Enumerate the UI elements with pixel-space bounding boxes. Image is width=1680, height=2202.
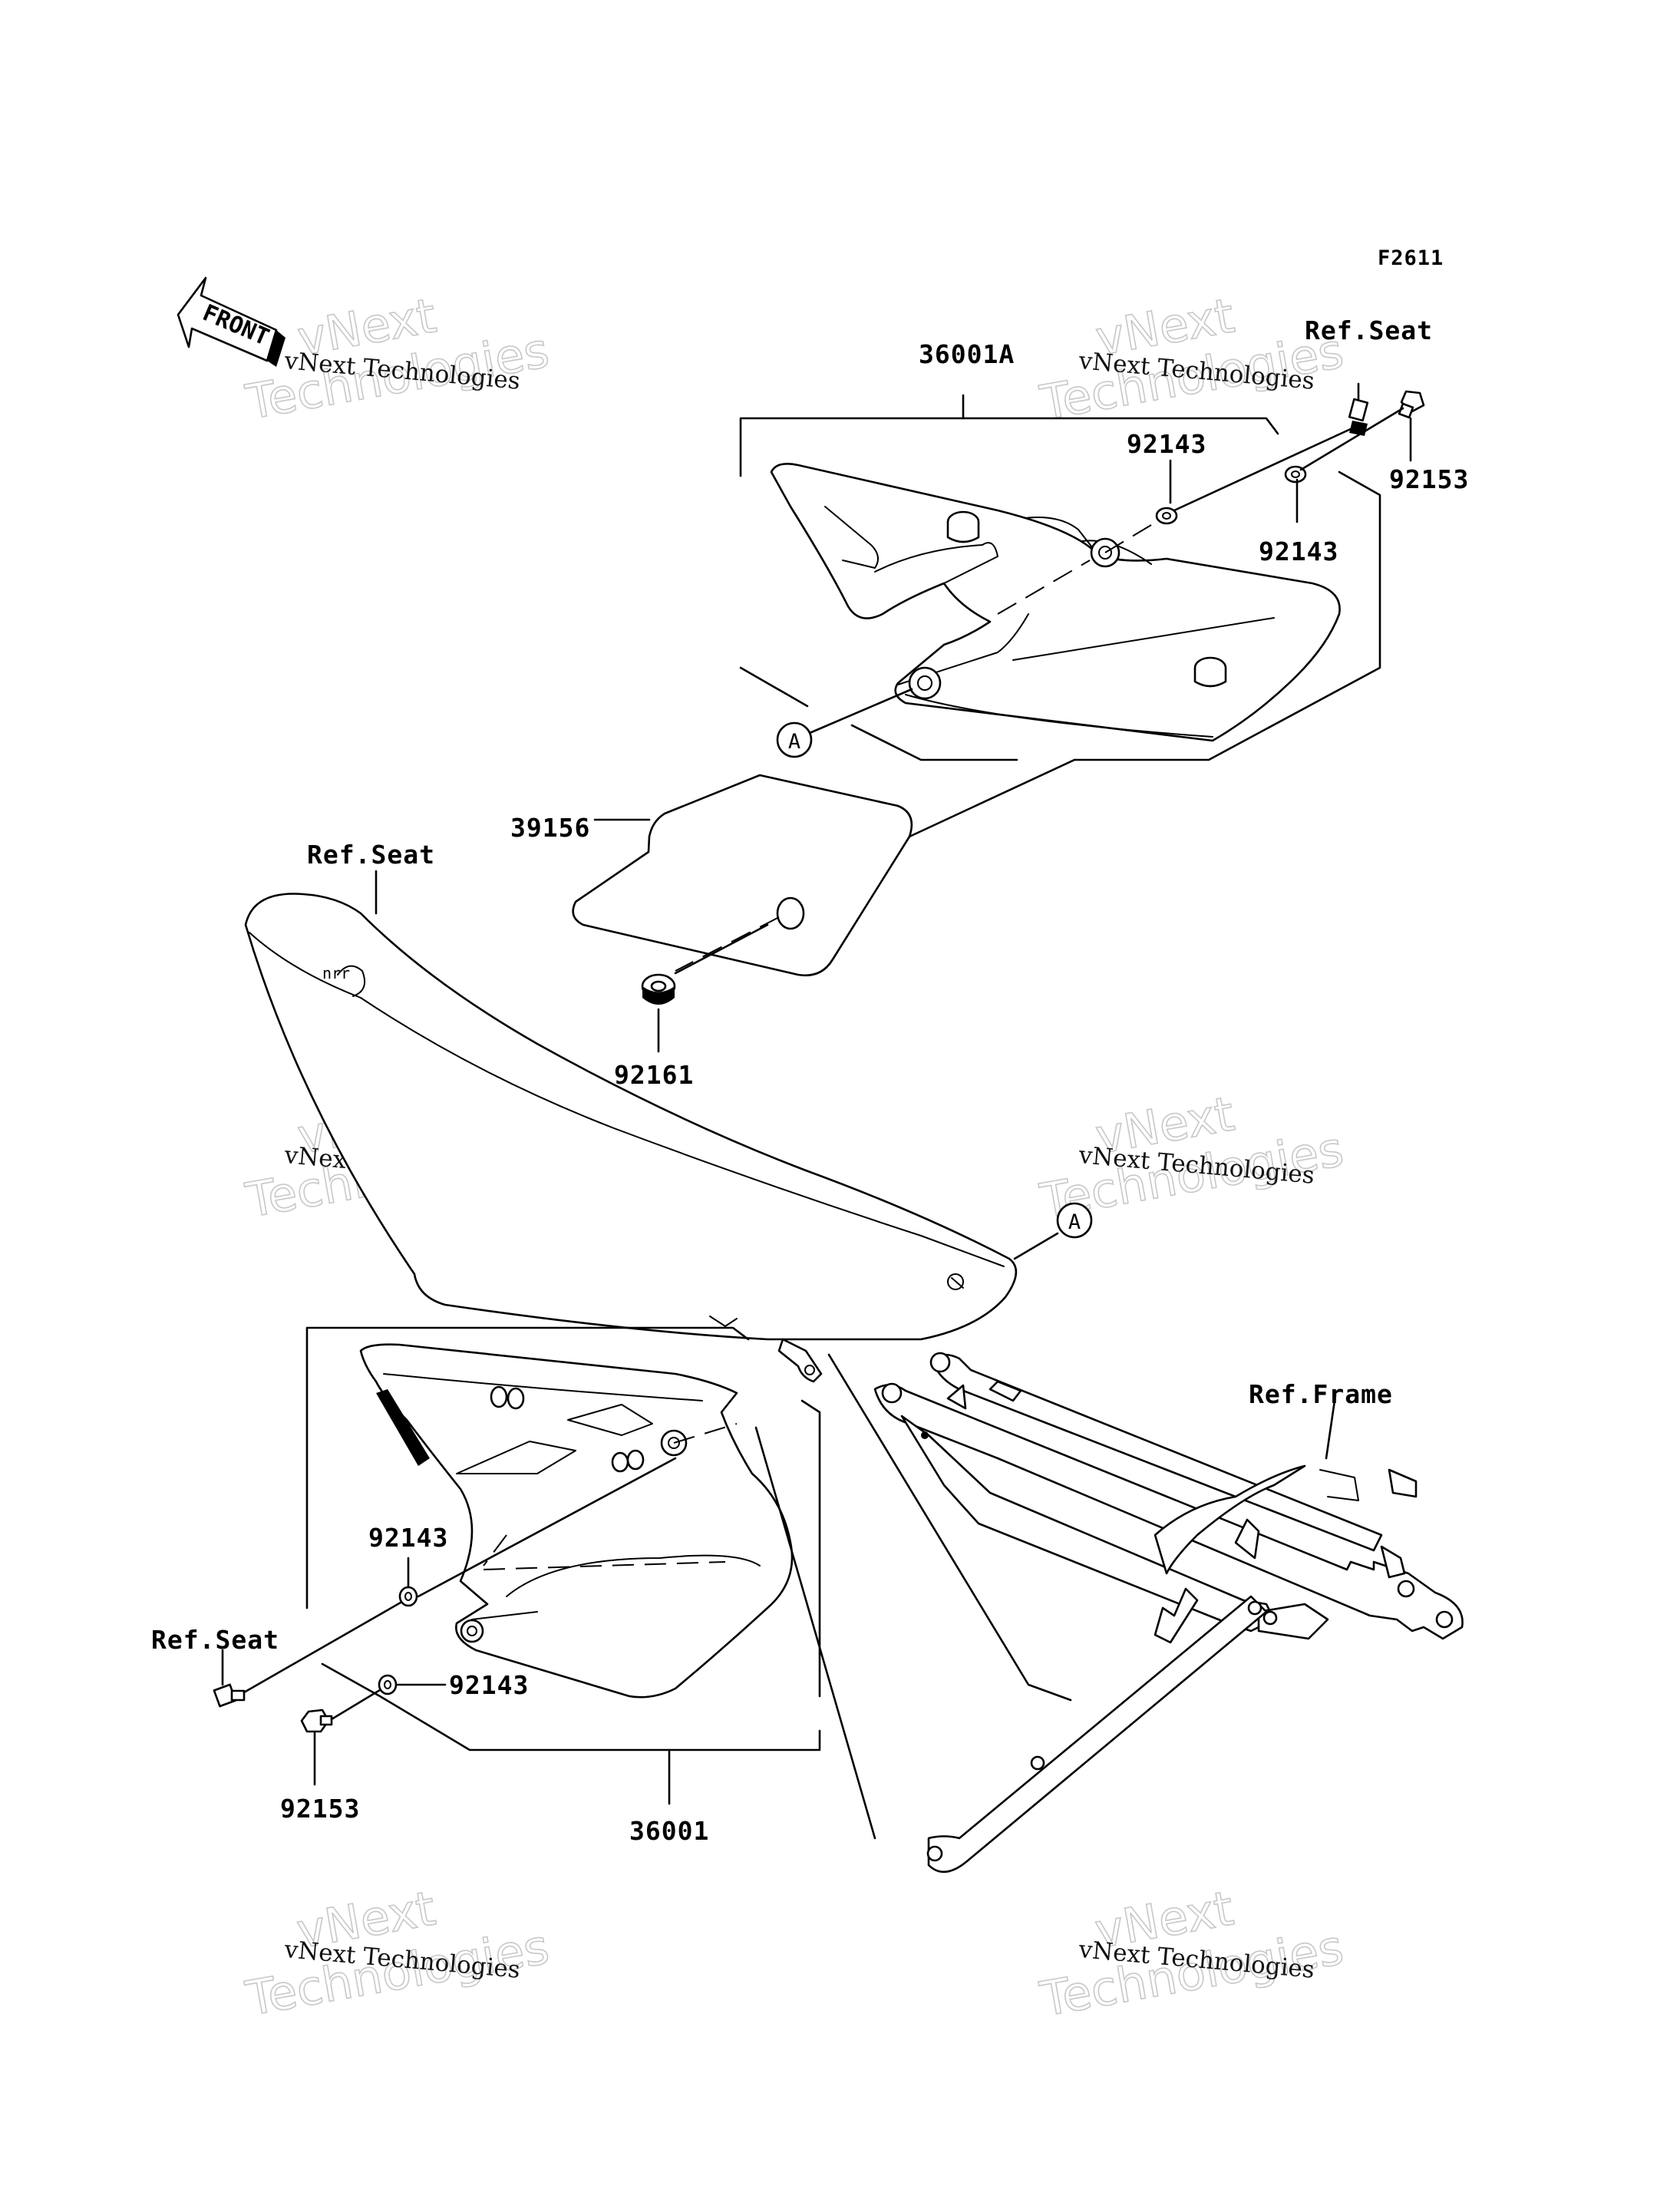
label-part-92143-lower-a: 92143 (368, 1523, 448, 1553)
label-part-92161: 92161 (614, 1060, 694, 1090)
label-part-36001: 36001 (629, 1816, 709, 1846)
seat-icon: nrr (244, 893, 1018, 1383)
side-cover-left-icon (305, 1326, 821, 1805)
svg-text:A: A (1068, 1210, 1081, 1234)
bolt-icon (300, 1708, 333, 1733)
side-cover-right-icon (739, 394, 1381, 761)
label-part-92143-upper-b: 92143 (1259, 536, 1338, 566)
seat-emblem-mark: nrr (322, 964, 350, 982)
label-ref-seat-lower-left: Ref.Seat (151, 1625, 279, 1655)
label-ref-seat-mid: Ref.Seat (307, 840, 435, 870)
marker-a-upper: A (776, 721, 813, 758)
watermark-top-right: vNext Technologies (1035, 287, 1348, 432)
figure-code: F2611 (1378, 246, 1444, 270)
label-ref-seat-top-right: Ref.Seat (1305, 315, 1433, 345)
front-arrow-icon: FRONT (177, 276, 286, 367)
frame-icon (754, 1352, 1464, 1874)
label-part-39156: 39156 (510, 813, 590, 843)
bolt-icon (1348, 398, 1369, 436)
svg-text:A: A (788, 730, 800, 754)
washer-icon (1155, 507, 1178, 525)
seat-pad-icon (572, 774, 913, 977)
washer-icon (378, 1674, 398, 1695)
label-part-92143-lower-b: 92143 (449, 1670, 529, 1700)
label-part-36001A: 36001A (919, 339, 1015, 369)
bolt-icon (213, 1683, 246, 1708)
label-ref-frame: Ref.Frame (1249, 1379, 1393, 1409)
washer-icon (398, 1586, 418, 1607)
label-part-92143-upper-a: 92143 (1127, 429, 1206, 459)
bolt-icon (1398, 390, 1425, 419)
watermark-bottom-left: vNext Technologies (241, 1880, 553, 2028)
marker-a-lower: A (1056, 1202, 1093, 1239)
collar-icon (641, 973, 676, 1005)
label-part-92153-lower: 92153 (280, 1794, 360, 1824)
label-part-92153-upper: 92153 (1389, 464, 1469, 494)
